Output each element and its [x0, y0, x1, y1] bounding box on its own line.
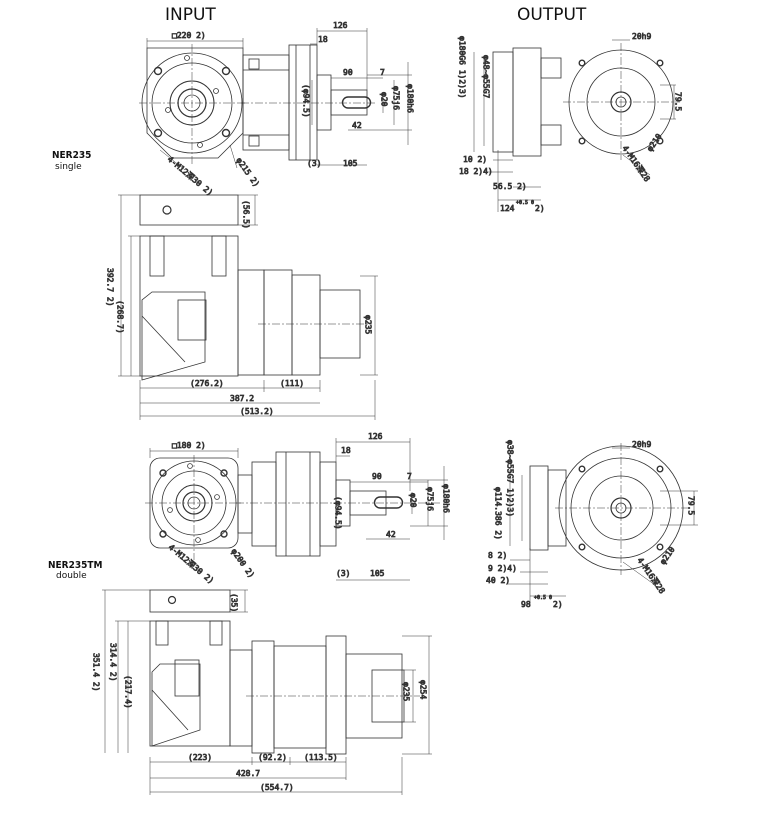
dim-body-height-double: (217.4): [124, 675, 133, 709]
dim-total-height-double: 351.4 2): [92, 653, 101, 692]
dim-body-height: (268.7): [116, 300, 125, 334]
dim-key-width: φ20: [380, 92, 389, 107]
single-input-front-view: [139, 38, 246, 171]
dim-output-bore: φ48~φ55G7: [482, 55, 491, 99]
dim-top-height-double: (35): [230, 593, 239, 612]
dim-4287: 428.7: [236, 769, 260, 778]
bolt-hole: [221, 66, 231, 76]
dim-output-98-note: 2): [553, 600, 563, 609]
input-header: INPUT: [165, 5, 216, 25]
dim-flange-thickness: 18: [318, 35, 328, 44]
dim-pcd-double: φ200 2): [229, 547, 256, 580]
dim-key-length: 42: [352, 121, 362, 130]
bolt-hole: [153, 128, 163, 138]
bolt-hole: [221, 128, 231, 138]
dim-overall-output: 126: [333, 21, 348, 30]
dim-overall-length-double: (554.7): [260, 783, 294, 792]
dim-key-width-output-double: 20h9: [632, 440, 651, 449]
single-input-side-view: [241, 28, 412, 166]
dim-output-10: 10 2): [463, 155, 487, 164]
dim-mid-length-double: (92.2): [258, 753, 287, 762]
dim-output-124: 124: [500, 204, 515, 213]
dim-output-18: 18 2)4): [459, 167, 493, 176]
single-output-view: [473, 39, 680, 212]
dim-output-spigot: φ180G6 1)2)3): [458, 36, 467, 99]
dim-output-bore-double: φ38~φ55G7 1)2)3): [506, 440, 515, 517]
dim-shaft-dia: φ75j6: [392, 86, 401, 110]
single-elevation-view: [118, 194, 378, 420]
dim-gap: (3): [307, 159, 321, 168]
dim-shaft-total: 105: [343, 159, 358, 168]
dim-gap-double: (3): [336, 569, 350, 578]
dim-body-dia-double: φ235: [402, 682, 411, 701]
dim-input-length-double: (223): [188, 753, 212, 762]
dim-shaft-dia-double: φ75j6: [426, 487, 435, 511]
dim-output-length: (111): [280, 379, 304, 388]
dim-height-3144: 314.4 2): [109, 643, 118, 682]
double-input-front-view: [145, 448, 243, 560]
dim-output-124-tol: +0.5 0: [516, 200, 534, 206]
dim-output-98: 98: [521, 600, 531, 609]
model-variant-single: single: [55, 162, 82, 172]
dim-387: 387.2: [230, 394, 254, 403]
dim-input-length: (276.2): [190, 379, 224, 388]
dim-output-98-tol: +0.5 0: [534, 595, 552, 601]
bolt-hole: [153, 66, 163, 76]
dim-overall-output-double: 126: [368, 432, 383, 441]
dim-spigot-dia: φ180h6: [406, 84, 415, 113]
dim-shaft-length: 90: [343, 68, 353, 77]
model-name-single: NER235: [52, 150, 92, 161]
double-input-side-view: [236, 438, 448, 581]
dim-output-spigot-double: φ114.386 2): [494, 487, 503, 540]
dim-top-height: (56.5): [242, 200, 251, 229]
dim-body-dia: φ235: [364, 315, 373, 334]
dim-output-9: 9 2)4): [488, 564, 517, 573]
dim-outer-dia-double: φ254: [419, 680, 428, 699]
dim-shaft-total-double: 105: [370, 569, 385, 578]
dim-key-length-double: 42: [386, 530, 396, 539]
dim-output-8: 8 2): [488, 551, 507, 560]
dim-pcd: φ215 2): [234, 156, 261, 189]
dim-shaft-offset-double: 7: [407, 472, 412, 481]
dim-tapped-holes: 4-M12深30 2): [166, 155, 215, 198]
dim-key-height-output: 79.5: [674, 92, 683, 111]
dim-key-width-output: 20h9: [632, 32, 651, 41]
dim-key-width-double: φ20: [409, 493, 418, 508]
dim-shaft-length-double: 90: [372, 472, 382, 481]
dim-key-height-output-double: 79.5: [687, 496, 696, 515]
dim-flange-thickness-double: 18: [341, 446, 351, 455]
output-header: OUTPUT: [517, 5, 587, 25]
double-elevation-view: [102, 589, 432, 795]
dim-square: □220 2): [172, 31, 206, 40]
dim-output-124-note: 2): [535, 204, 545, 213]
dim-square-double: □180 2): [172, 441, 206, 450]
dim-overall-length: (513.2): [240, 407, 274, 416]
model-name-double: NER235TM: [48, 560, 103, 571]
dim-tapped-holes-double: 4-M12深30 2): [167, 543, 216, 586]
dim-output-565: 56.5 2): [493, 182, 527, 191]
dim-output-40: 40 2): [486, 576, 510, 585]
dim-output-length-double: (113.5): [304, 753, 338, 762]
dim-total-height: 392.7 2): [106, 268, 115, 307]
dim-pilot-dia-double: (φ94.5): [334, 496, 343, 530]
dim-spigot-dia-double: φ180h6: [442, 484, 451, 513]
model-variant-double: double: [56, 571, 87, 581]
dim-output-pcd-double: φ210: [658, 545, 677, 566]
dim-shaft-offset: 7: [380, 68, 385, 77]
double-output-view: [508, 443, 698, 606]
dim-pilot-dia: (φ94.5): [302, 84, 311, 118]
